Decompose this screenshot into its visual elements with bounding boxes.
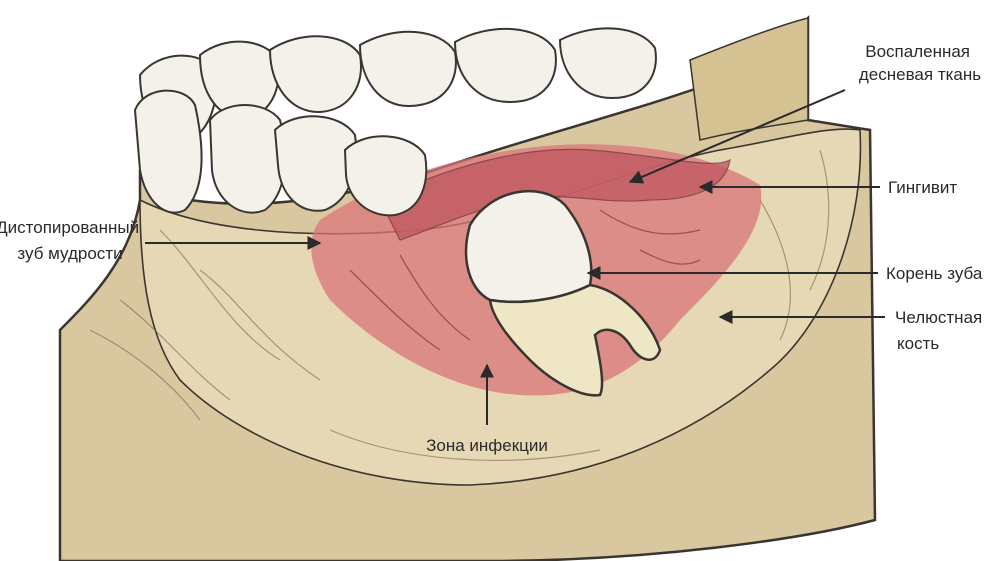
label-inflamed-gum: Воспаленная десневая ткань [859, 42, 981, 84]
label-tooth-root: Корень зуба [886, 264, 983, 283]
upper-teeth-row [138, 27, 657, 142]
gum-folds [349, 209, 701, 351]
lower-teeth-row [133, 89, 428, 217]
leader-inflamed-gum [628, 89, 846, 184]
leader-lines [145, 89, 885, 425]
label-impacted-tooth: Дистопированный зуб мудрости [0, 218, 144, 263]
wisdom-tooth-root [488, 283, 662, 397]
wisdom-tooth [464, 190, 662, 397]
label-infection-zone: Зона инфекции [426, 436, 548, 455]
jaw-ridge [689, 17, 809, 141]
label-gingivitis: Гингивит [888, 178, 957, 197]
label-jaw-bone: Челюстная кость [895, 308, 987, 353]
